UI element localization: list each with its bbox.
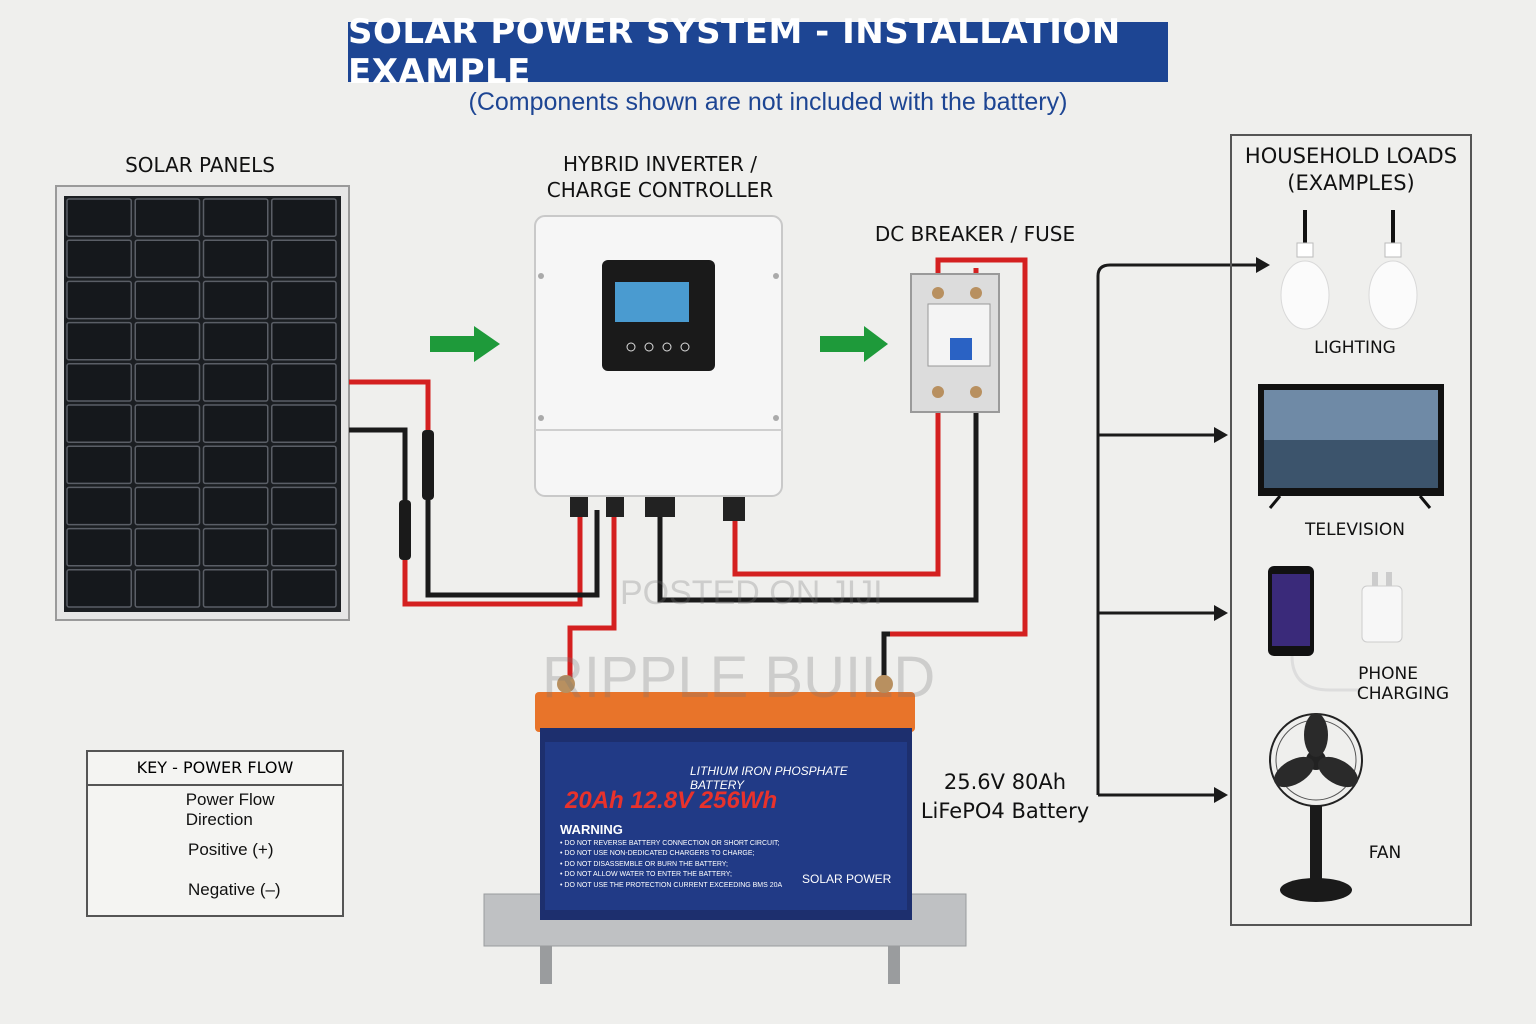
battery-warning-item: • DO NOT DISASSEMBLE OR BURN THE BATTERY… [560, 860, 728, 868]
power-flow-key: KEY - POWER FLOW Power Flow Direction Po… [86, 750, 344, 917]
solar-cell [66, 404, 132, 443]
solar-cell [134, 321, 201, 361]
battery-spec-label: 20Ah 12.8V 256Wh [565, 787, 778, 814]
solar-cell [202, 445, 269, 485]
solar-cell [66, 280, 132, 320]
solar-cell [202, 198, 269, 237]
solar-cell [134, 569, 201, 608]
solar-cell [66, 445, 132, 485]
solar-cell [202, 486, 269, 526]
solar-cell [134, 280, 201, 320]
dc-breaker [910, 273, 1000, 413]
solar-cell [271, 239, 337, 279]
solar-cell [202, 321, 269, 361]
battery-caption-line1: 25.6V 80Ah [943, 770, 1067, 794]
solar-cell [271, 321, 337, 361]
battery-brand: SOLAR POWER [802, 872, 892, 886]
watermark-brand: RIPPLE BUILD [542, 645, 936, 710]
solar-cell [271, 527, 337, 567]
page-subtitle: (Components shown are not included with … [468, 88, 1068, 116]
light-bulbs [1280, 210, 1418, 330]
solar-cell [134, 198, 201, 237]
solar-cell [271, 280, 337, 320]
key-row-flow: Power Flow Direction [108, 790, 338, 829]
battery-warning-item: • DO NOT REVERSE BATTERY CONNECTION OR S… [560, 840, 780, 847]
solar-cell [134, 404, 201, 443]
watermark-posted: POSTED ON JIJI [620, 574, 883, 612]
key-label-flow: Power Flow Direction [185, 790, 275, 829]
loads-title-line1: HOUSEHOLD LOADS [1244, 144, 1458, 168]
battery-type-label: LITHIUM IRON PHOSPHATE BATTERY [690, 764, 848, 792]
household-loads-panel [1230, 134, 1472, 926]
solar-cell [271, 445, 337, 485]
solar-cell [66, 321, 132, 361]
flow-arrow-to-inverter [430, 326, 500, 362]
solar-cell [66, 363, 132, 402]
solar-cell [134, 445, 201, 485]
load-label-phone-line2: CHARGING [1356, 684, 1450, 704]
solar-cell [134, 527, 201, 567]
battery-warning-item: • DO NOT ALLOW WATER TO ENTER THE BATTER… [560, 871, 732, 879]
solar-cell [66, 527, 132, 567]
key-row-positive: Positive (+) [108, 838, 338, 862]
solar-panels-label: SOLAR PANELS [125, 153, 275, 177]
solar-cell [202, 363, 269, 402]
solar-cell [202, 404, 269, 443]
breaker-label: DC BREAKER / FUSE [874, 222, 1076, 246]
solar-cell [271, 404, 337, 443]
inverter-label-line2: CHARGE CONTROLLER [546, 178, 774, 202]
fan [1269, 713, 1363, 902]
solar-cell [134, 239, 201, 279]
solar-cell [202, 239, 269, 279]
battery-warning-item: • DO NOT USE THE PROTECTION CURRENT EXCE… [560, 881, 783, 889]
solar-cell [66, 198, 132, 237]
solar-cell [66, 486, 132, 526]
key-label-negative: Negative (–) [188, 880, 281, 899]
flow-arrow-to-breaker [820, 326, 888, 362]
battery-warning-item: • DO NOT USE NON-DEDICATED CHARGERS TO C… [560, 850, 755, 858]
load-label-television: TELEVISION [1305, 520, 1405, 540]
load-label-lighting: LIGHTING [1314, 338, 1396, 358]
key-title: KEY - POWER FLOW [88, 752, 342, 786]
solar-cell [202, 569, 269, 608]
hybrid-inverter [534, 215, 783, 521]
battery [535, 675, 915, 920]
battery-caption-line2: LiFePO4 Battery [920, 799, 1090, 823]
load-bus [1096, 257, 1270, 803]
key-label-positive: Positive (+) [188, 840, 274, 859]
phone-and-charger [1268, 566, 1403, 692]
loads-title-line2: (EXAMPLES) [1287, 171, 1415, 195]
television [1258, 384, 1444, 509]
solar-cell [271, 363, 337, 402]
solar-panel [55, 185, 350, 621]
load-label-phone-line1: PHONE [1358, 664, 1418, 684]
solar-cell [271, 198, 337, 237]
solar-cell [202, 280, 269, 320]
inverter-label-line1: HYBRID INVERTER / [563, 152, 757, 176]
solar-cell [271, 486, 337, 526]
solar-cell [66, 569, 132, 608]
key-row-negative: Negative (–) [108, 878, 338, 902]
solar-cell [202, 527, 269, 567]
battery-warning-title: WARNING [560, 822, 623, 837]
solar-cell [66, 239, 132, 279]
solar-cell [134, 363, 201, 402]
load-label-fan: FAN [1368, 843, 1402, 863]
battery-warning-list: • DO NOT REVERSE BATTERY CONNECTION OR S… [560, 839, 800, 891]
solar-cell [134, 486, 201, 526]
solar-cell [271, 569, 337, 608]
